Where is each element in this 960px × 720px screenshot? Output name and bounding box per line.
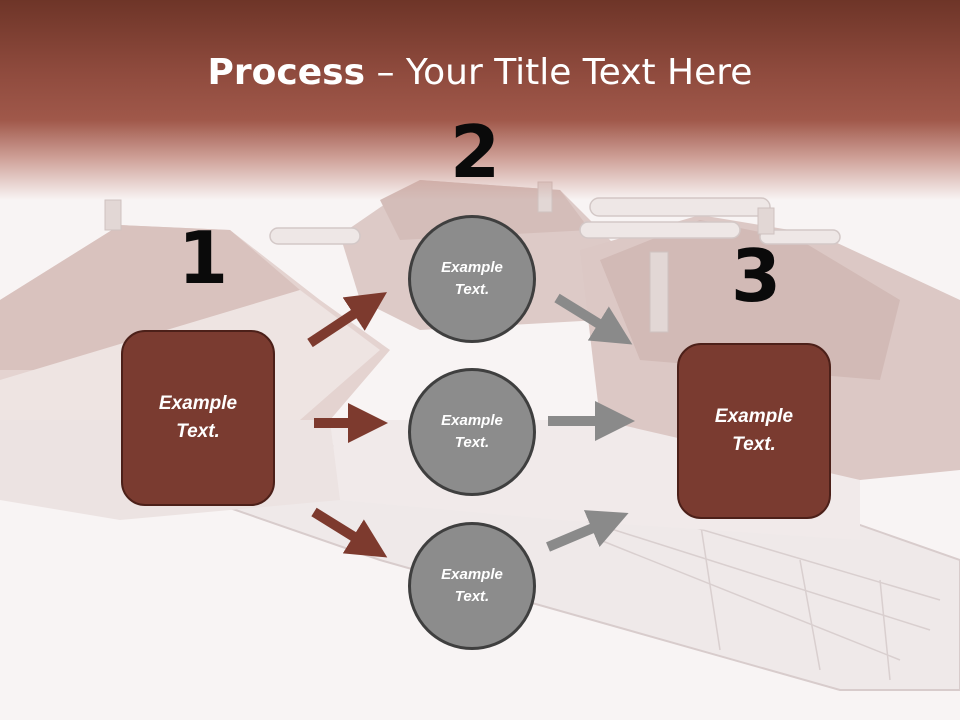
step-1-text: Example Text. xyxy=(158,392,238,443)
page-title: Process – Your Title Text Here xyxy=(0,52,960,93)
circle-top-text: Example Text. xyxy=(441,258,503,299)
title-banner xyxy=(0,0,960,200)
step-3-box: Example Text. xyxy=(677,343,831,519)
step-number-3: 3 xyxy=(731,234,782,318)
circle-bottom: Example Text. xyxy=(408,522,536,650)
arrow-box1-to-circle-bottom xyxy=(311,507,388,558)
arrow-box1-to-circle-top xyxy=(307,292,388,348)
arrow-circle-bottom-to-box3 xyxy=(546,510,629,552)
step-number-2: 2 xyxy=(450,110,501,194)
circle-middle: Example Text. xyxy=(408,368,536,496)
circle-top: Example Text. xyxy=(408,215,536,343)
step-1-box: Example Text. xyxy=(121,330,275,506)
circle-middle-text: Example Text. xyxy=(441,411,503,452)
title-bold: Process xyxy=(207,52,366,93)
title-rest: – Your Title Text Here xyxy=(365,52,753,93)
step-3-text: Example Text. xyxy=(714,405,794,456)
step-number-1: 1 xyxy=(178,216,229,300)
arrow-circle-top-to-box3 xyxy=(554,293,633,345)
circle-bottom-text: Example Text. xyxy=(441,565,503,606)
